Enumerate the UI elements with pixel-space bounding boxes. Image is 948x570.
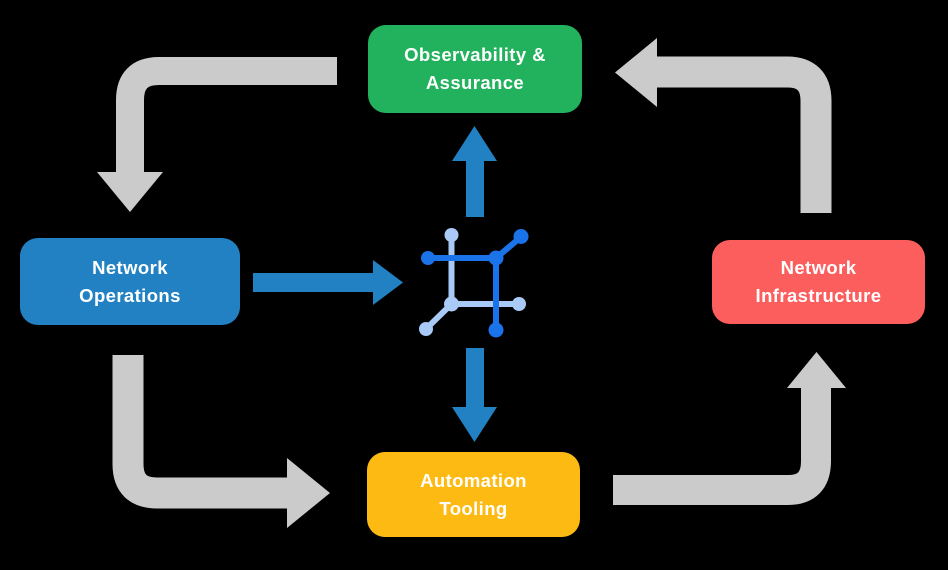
node-label-line: Infrastructure [755, 285, 882, 306]
network-fabric-icon [419, 228, 529, 338]
node-label-line: Observability & [404, 44, 546, 66]
flow-arrow-infrastructure-to-observability [615, 38, 832, 213]
node-network-infrastructure: Network Infrastructure [712, 240, 925, 324]
flow-arrow-automation-to-infrastructure [613, 352, 846, 505]
node-label-line: Automation [420, 469, 527, 491]
io-arrow-center-to-automation [452, 348, 497, 442]
flow-arrow-operations-to-automation [112, 355, 330, 528]
node-automation-tooling: Automation Tooling [367, 452, 580, 537]
node-network-operations: Network Operations [20, 238, 240, 325]
node-label-line: Network [92, 256, 168, 278]
node-observability-assurance: Observability & Assurance [368, 25, 582, 113]
io-arrow-center-to-observability [452, 126, 497, 217]
node-label-line: Tooling [439, 497, 508, 519]
node-label-line: Assurance [425, 72, 525, 93]
io-arrow-operations-to-center [253, 260, 403, 305]
node-label-line: Operations [79, 284, 181, 306]
network-fabric-icon-primary [421, 229, 529, 338]
node-label-line: Network [780, 257, 857, 279]
flow-arrow-observability-to-operations [97, 57, 337, 212]
